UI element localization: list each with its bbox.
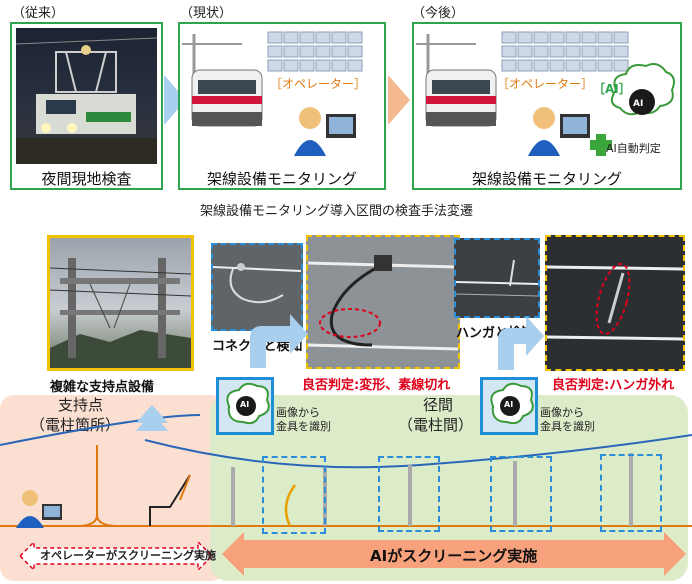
support-equipment-photo <box>47 235 194 371</box>
ai-head-icon-connector: AI <box>240 400 250 409</box>
ai-box-connector <box>216 377 274 435</box>
panel-tag-future: （今後） <box>412 6 465 21</box>
night-inspection-photo <box>16 28 157 164</box>
connector-judge-photo <box>306 235 460 369</box>
operator-label-future: ［オペレーター］ <box>497 77 594 91</box>
section-title: 架線設備モニタリング導入区間の検査手法変遷 <box>200 204 474 219</box>
ai-head-icon: AI <box>633 99 644 109</box>
arrow-to-connector-judge <box>250 314 308 368</box>
ai-note-hanger-1: 画像から <box>540 406 584 419</box>
ai-screening-arrow <box>222 532 686 576</box>
ai-head-icon-hanger: AI <box>504 400 514 409</box>
arrow-right-1 <box>164 75 186 125</box>
future-monitoring-illustration <box>416 31 675 156</box>
hanger-judge-photo <box>545 235 685 371</box>
ai-judgement-caption: AI自動判定 <box>606 142 661 155</box>
panel-past-caption: 夜間現地検査 <box>41 170 132 188</box>
span-label: 径間 <box>423 396 454 414</box>
operator-label-current: ［オペレーター］ <box>270 77 367 91</box>
panel-current-caption: 架線設備モニタリング <box>206 170 357 188</box>
span-sub: （電柱間） <box>398 416 474 434</box>
support-point-sub: （電柱箇所） <box>30 416 121 434</box>
panel-tag-current: （現状） <box>180 6 233 21</box>
inspect-zone-1 <box>262 456 326 534</box>
current-monitoring-illustration <box>182 31 363 156</box>
hanger-detect-photo <box>454 238 540 318</box>
arrow-to-hanger-judge <box>498 316 544 370</box>
panel-tag-past: （従来） <box>12 6 65 21</box>
operator-icon <box>16 490 62 528</box>
inspect-zone-3 <box>490 456 552 532</box>
hanger-judge-result: 良否判定:ハンガ外れ <box>552 378 675 393</box>
inspect-zone-2 <box>378 456 440 532</box>
panel-past: 夜間現地検査 <box>10 22 163 190</box>
ai-note-connector-1: 画像から <box>276 406 320 419</box>
support-photo-caption: 複雑な支持点設備 <box>50 380 155 395</box>
ai-note-hanger-2: 金具を識別 <box>540 420 595 433</box>
operator-screening-label: オペレーターがスクリーニング実施 <box>40 549 216 562</box>
ai-screening-label: AIがスクリーニング実施 <box>370 547 538 565</box>
ai-note-connector-2: 金具を識別 <box>276 420 331 433</box>
support-point-label: 支持点 <box>58 396 104 414</box>
ai-box-hanger <box>480 377 538 435</box>
connector-judge-result: 良否判定:変形、素線切れ <box>302 378 451 393</box>
catenary-wire-diagram <box>0 405 692 527</box>
inspect-zone-4 <box>600 454 662 532</box>
ai-tag-future: ［AI］ <box>593 82 631 96</box>
panel-future-caption: 架線設備モニタリング <box>471 170 622 188</box>
arrow-right-2 <box>388 75 410 125</box>
operator-screening-arrow <box>18 540 214 572</box>
